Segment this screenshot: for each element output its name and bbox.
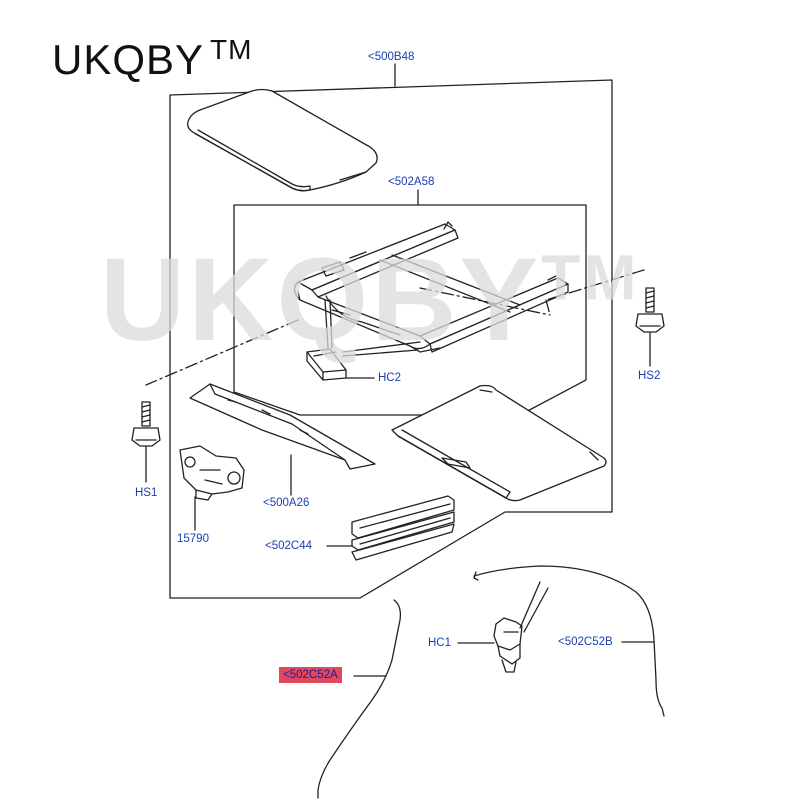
watermark-mark: TM [541, 241, 640, 314]
callout-hc1: HC1 [428, 637, 452, 649]
glass-panel [187, 88, 378, 192]
brand-name: UKQBY [52, 36, 205, 83]
callout-drain-right: <502C52B [558, 636, 613, 648]
right-drain-tube [473, 565, 665, 717]
weather-seal [351, 495, 455, 561]
callout-frame: <502A58 [388, 176, 435, 188]
watermark-text: UKQBY [100, 234, 542, 366]
sunshade-panel [391, 384, 607, 502]
hc1-clip [493, 617, 523, 673]
callout-drain-left: <502C52A [279, 667, 342, 683]
assembly-outline [169, 79, 613, 599]
callout-shield: <500A26 [263, 497, 310, 509]
left-drain-tube [317, 599, 402, 799]
hs2-screw [635, 287, 665, 333]
hs1-screw [131, 401, 161, 447]
axis-lines [145, 269, 645, 386]
callout-motor: 15790 [177, 533, 209, 545]
callout-assembly: <500B48 [368, 51, 415, 63]
brand-trademark: TM [210, 34, 253, 65]
watermark: UKQBYTM [100, 232, 640, 368]
callout-hs2: HS2 [638, 370, 661, 382]
sunroof-motor [179, 445, 245, 501]
wind-deflector [189, 383, 376, 470]
hc2-clip [306, 348, 347, 381]
callout-hc2: HC2 [378, 372, 402, 384]
callout-hs1: HS1 [135, 487, 158, 499]
sunroof-frame [293, 221, 569, 353]
callout-seal: <502C44 [265, 540, 312, 552]
